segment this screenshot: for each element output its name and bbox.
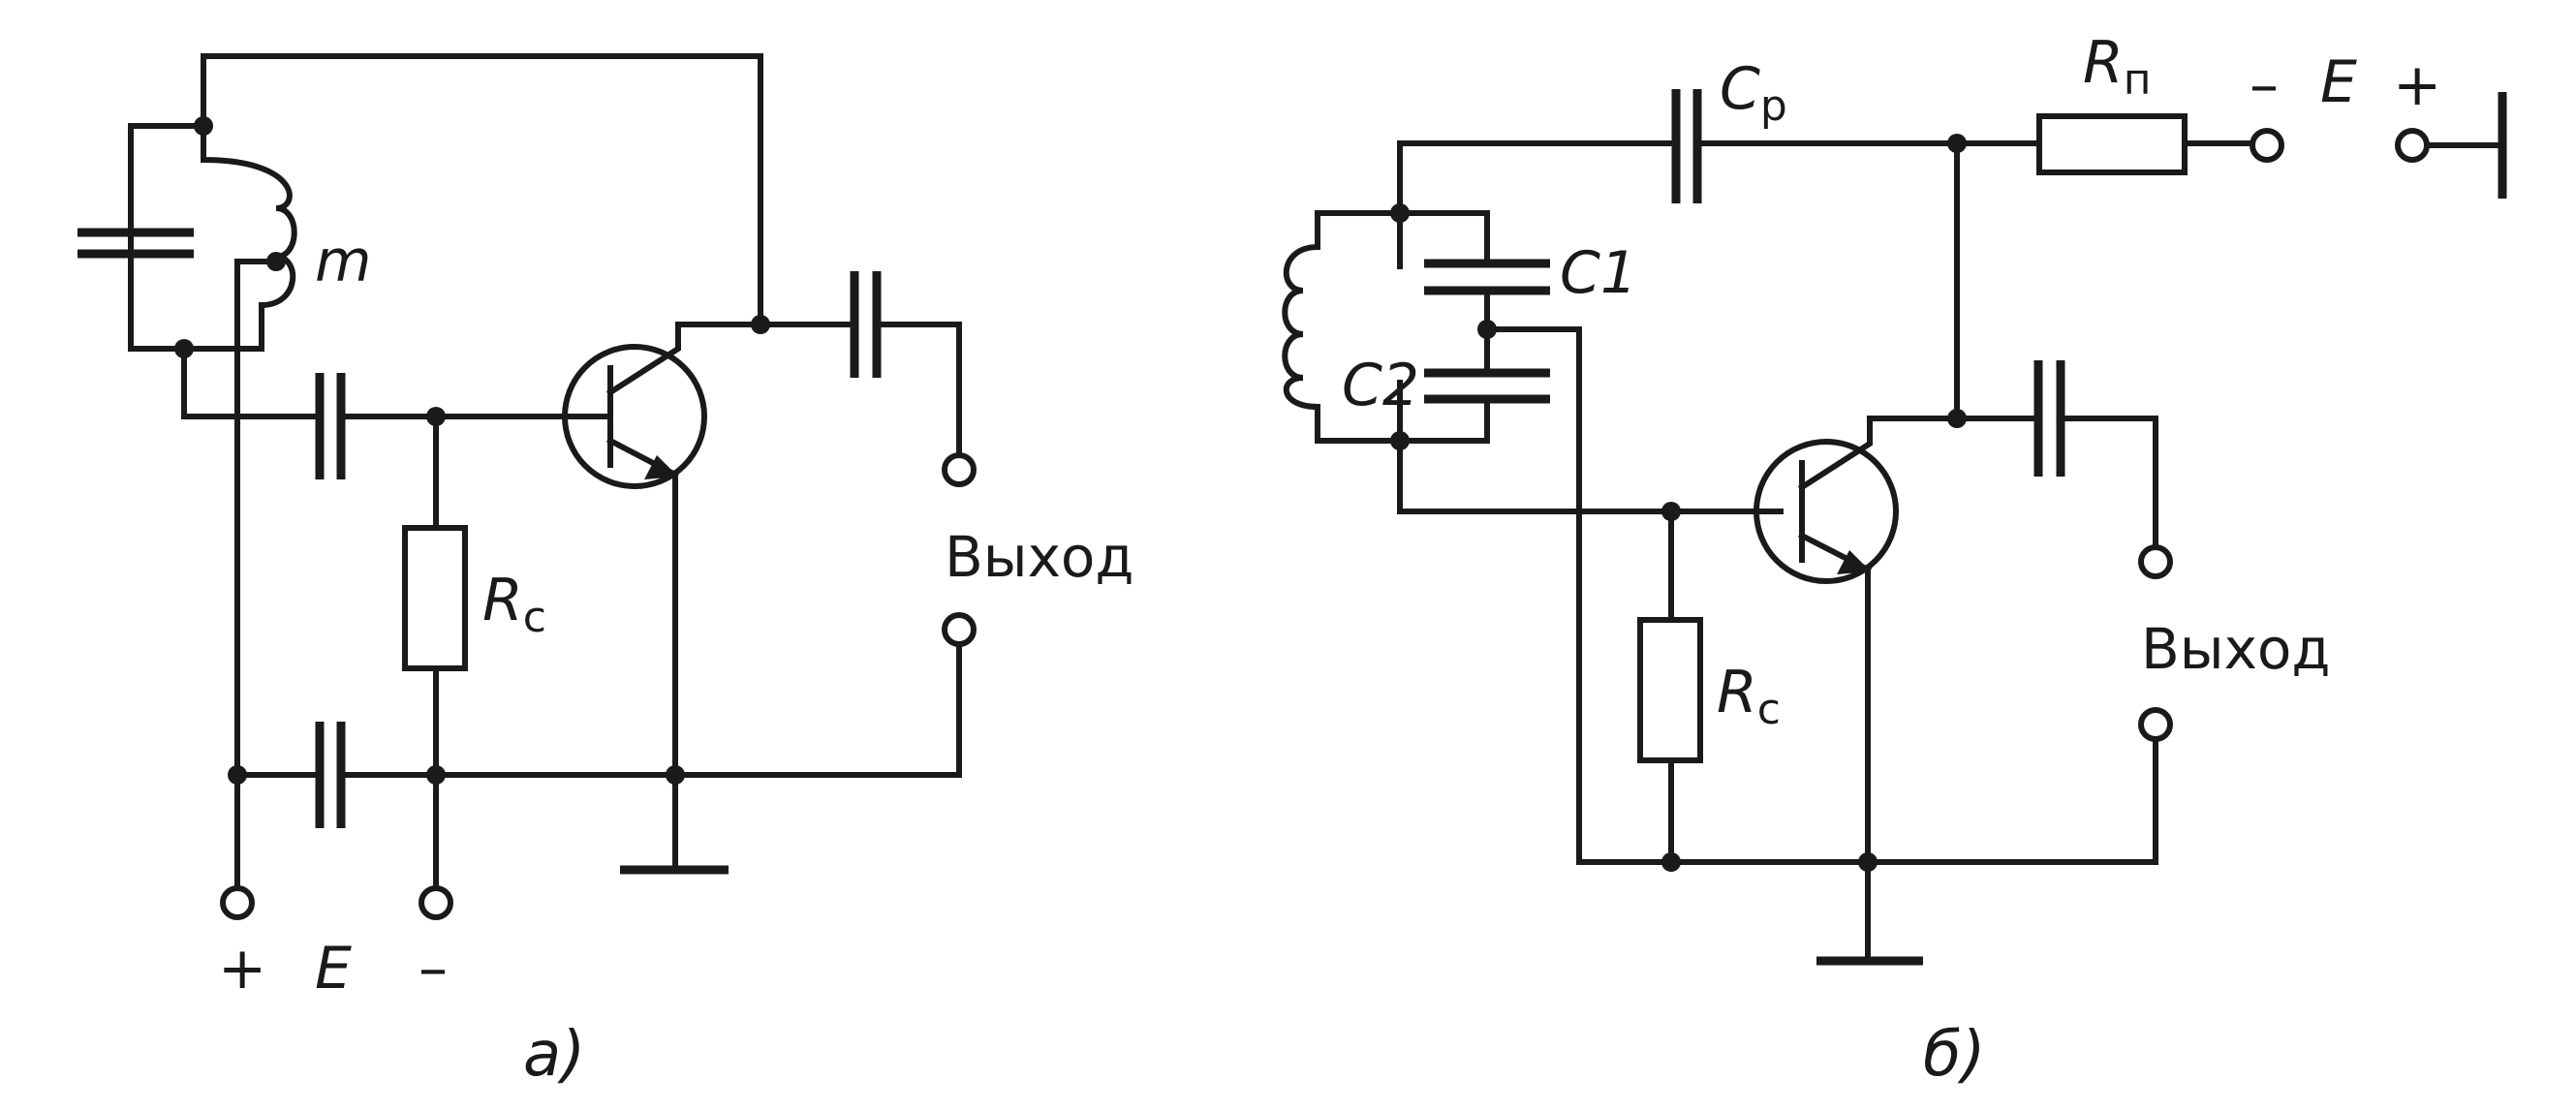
b-supply-symbol: E [2320,48,2357,116]
a-output-capacitor [850,271,882,378]
b-top-wire-left [1397,140,1674,216]
b-load-resistor-symbol: R [2083,29,2124,97]
a-resistor-subscript: c [523,593,546,642]
b-caption: б) [1923,1019,1985,1091]
a-out-return-wire [672,641,962,778]
diagram-a: m Rc Выход + E – a) [78,53,1134,1091]
a-base-wire [181,346,318,419]
a-feedback-wire [201,53,763,327]
a-supply-symbol: E [315,935,352,1003]
a-caption: a) [523,1019,585,1091]
b-load-resistor [2036,113,2188,175]
a-bypass-capacitor [315,722,346,828]
a-tank-capacitor [78,228,194,259]
b-transistor-body [1754,439,1899,584]
a-resistor-symbol: R [482,567,523,634]
a-supply-plus-terminal [220,885,255,920]
b-coupling-cap-label: Cp [1720,55,1787,131]
a-out-wire-2 [879,322,962,458]
a-base-capacitor [315,373,346,479]
a-emitter-arrow-icon [644,455,678,479]
a-inductor-tap-wire [234,259,279,778]
a-inductor-label: m [315,228,371,295]
b-base-wire [1397,438,1784,514]
b-coupling-cap-symbol: C [1720,55,1760,123]
b-coupling-capacitor [1671,89,1702,203]
b-out-wire-2 [2063,416,2158,551]
b-inductor-coil [1282,210,1403,444]
b-load-resistor-label: Rп [2083,29,2151,105]
b-output-label: Выход [2141,616,2331,682]
a-output-terminal-bottom [942,612,977,647]
b-junction-dots [1390,134,1967,872]
a-junction-dots [174,116,770,785]
b-out-return-wire [1576,736,2158,865]
b-resistor-symbol: R [1717,659,1757,726]
a-resistor-rc [402,525,468,671]
a-resistor-label: Rc [482,567,546,642]
b-resistor-subscript: c [1757,685,1781,734]
a-output-terminal-top [942,452,977,487]
diagram-b: Cp Rп – E + C1 C2 Rc Выход б) [1282,29,2507,1091]
b-coupling-cap-subscript: p [1760,81,1787,131]
a-supply-minus-terminal [419,885,453,920]
a-inductor-coil [181,123,297,352]
b-capacitor-c2 [1424,368,1550,404]
b-resistor-rc [1637,617,1703,763]
b-capacitor-c1 [1424,259,1550,295]
a-output-label: Выход [945,524,1134,590]
b-cap2-label: C2 [1342,352,1419,419]
b-cap1-label: C1 [1560,239,1637,307]
b-supply-minus-label: – [2250,51,2279,119]
a-transistor-collector [605,322,763,397]
b-load-resistor-subscript: п [2124,55,2152,105]
b-output-terminal-top [2138,544,2173,579]
a-supply-plus-label: + [218,935,266,1003]
b-supply-plus-terminal [2395,128,2430,163]
b-resistor-label: Rc [1717,659,1781,734]
b-supply-minus-terminal [2250,128,2284,163]
a-tank-left-wire [128,123,206,352]
b-output-terminal-bottom [2138,707,2173,742]
a-supply-minus-label: – [419,935,448,1003]
b-output-capacitor [2033,360,2065,477]
b-transistor-collector [1797,416,1960,492]
a-transistor-body [562,344,707,489]
b-emitter-arrow-icon [1837,550,1871,574]
b-supply-plus-label: + [2393,51,2441,119]
b-tap-wire [1484,326,1582,865]
